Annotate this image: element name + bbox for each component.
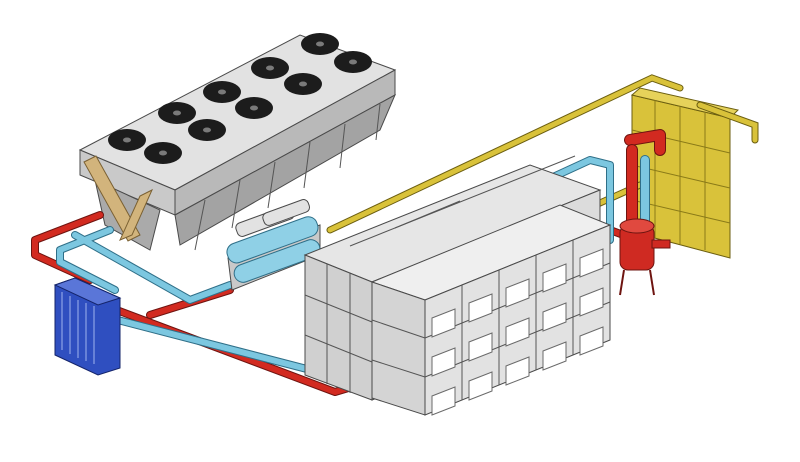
hot-pipe xyxy=(31,129,666,396)
plate-heat-exchanger-icon xyxy=(53,277,122,376)
dry-cooler-icon xyxy=(78,33,397,251)
tank-icon xyxy=(619,218,671,296)
chiller-icon xyxy=(226,199,321,291)
server-rack-icon xyxy=(370,204,612,416)
